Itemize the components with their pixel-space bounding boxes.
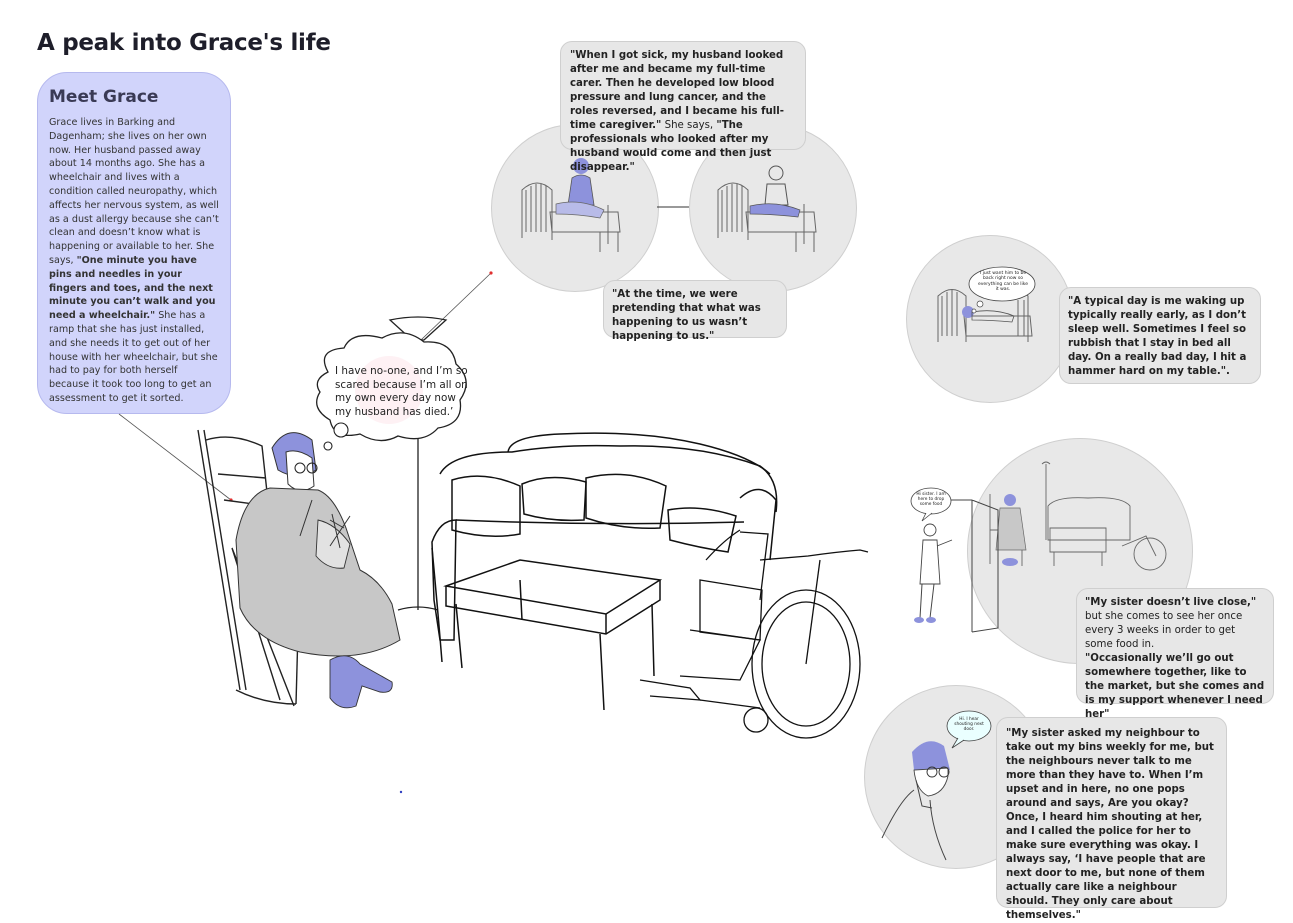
carer-says: She says, [661, 120, 717, 131]
carer-figure-2 [749, 165, 801, 218]
grace-thought-text: I have no-one, and I’m so scared because… [335, 365, 468, 418]
carer-quote-box: "When I got sick, my husband looked afte… [560, 41, 806, 173]
sister-figure [914, 523, 953, 623]
carer-quote-1: "When I got sick, my husband looked afte… [570, 50, 784, 131]
bed-sketch-2 [717, 182, 817, 252]
grace-figure [235, 432, 401, 709]
meet-grace-card: Meet Grace Grace lives in Barking and Da… [37, 72, 231, 414]
neighbour-quote: "My sister asked my neighbour to take ou… [1006, 728, 1214, 921]
sister-quote-box: "My sister doesn’t live close," but she … [1076, 588, 1274, 720]
sister-quote-2: "Occasionally we’ll go out somewhere tog… [1085, 653, 1265, 720]
sofa [431, 432, 778, 663]
typical-thought-bubble [968, 266, 1036, 302]
neighbour-bubble-text: Hi. I hear shouting next door. [954, 717, 984, 733]
carer-figure-1 [555, 158, 605, 219]
grace-knitting-small [995, 494, 1027, 566]
meet-text-2: She has a ramp that she has just install… [49, 310, 218, 404]
meet-text-1: Grace lives in Barking and Dagenham; she… [49, 117, 219, 266]
carer-quote-2: "The professionals who looked after my h… [570, 120, 772, 173]
page-title: A peak into Grace's life [37, 30, 331, 56]
meet-grace-text: Grace lives in Barking and Dagenham; she… [49, 116, 219, 406]
meet-quote: "One minute you have pins and needles in… [49, 254, 216, 322]
typical-day-quote: "A typical day is me waking up typically… [1068, 296, 1247, 377]
sister-scene-sketch [989, 461, 1167, 571]
coffee-table [443, 559, 663, 711]
pretending-quote: "At the time, we were pretending that wh… [612, 289, 761, 342]
stray-dot [399, 790, 403, 794]
pretending-quote-box: "At the time, we were pretending that wh… [603, 280, 787, 342]
typical-day-bubble-text: I just want him to be back right now so … [978, 271, 1029, 293]
meet-grace-heading: Meet Grace [49, 87, 159, 107]
door-sketch [948, 499, 999, 633]
wheelchair [639, 529, 869, 739]
sister-bubble-text: Hi sister. I am here to drop some food [916, 492, 946, 508]
grace-in-bed [962, 306, 1015, 323]
grace-on-phone [881, 741, 950, 861]
grace-thought-cloud [316, 332, 467, 451]
neighbour-quote-box: "My sister asked my neighbour to take ou… [996, 717, 1227, 921]
meet-connector-line [118, 413, 232, 501]
connector-dot-2 [489, 271, 493, 275]
neighbour-speech-bubble [946, 710, 992, 742]
sister-text: but she comes to see her once every 3 we… [1085, 611, 1243, 650]
typical-day-box: "A typical day is me waking up typically… [1059, 287, 1261, 384]
sister-quote-1: "My sister doesn’t live close," [1085, 597, 1257, 608]
